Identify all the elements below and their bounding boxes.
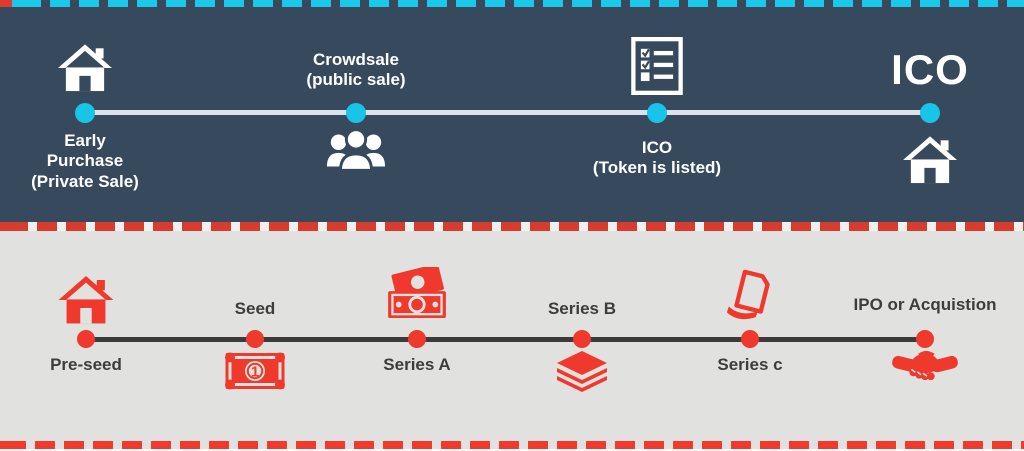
milestone-label: Seed [234,299,276,318]
milestone-label: Series B [547,299,617,318]
house-icon [903,136,957,184]
top-dashed-border [0,0,1024,7]
milestone-label: Pre-seed [50,355,122,374]
ico-timeline-section: Early Purchase (Private Sale) Crowdsale … [0,0,1024,222]
handshake-icon [892,345,958,388]
ico-timeline-line [85,110,930,115]
paper-icon [724,269,776,321]
checklist-icon [630,37,684,95]
crowd-icon [325,127,387,173]
ico-wordmark: ICO [891,46,969,93]
milestone-label: Early Purchase (Private Sale) [31,131,139,191]
timeline-dot-ico [920,103,940,123]
house-icon [58,276,114,324]
banknote-icon: 1 [225,351,285,391]
layers-icon [555,351,609,393]
bottom-edge [0,449,1024,451]
banknote-value: 1 [251,364,259,381]
timeline-dot-seed [246,330,264,348]
divider-dashed-border [0,222,1024,231]
section-divider [0,222,1024,231]
timeline-dot-pre-seed [77,330,95,348]
milestone-label: Crowdsale (public sale) [306,50,406,90]
timeline-dot-ico-listed [647,103,667,123]
timeline-dot-crowdsale [346,103,366,123]
milestone-label: IPO or Acquistion [853,295,997,314]
traditional-funding-section: Pre-seed Seed 1 [0,231,1024,451]
milestone-label: ICO (Token is listed) [592,138,722,178]
bottom-dashed-border [0,441,1024,449]
timeline-dot-early-purchase [75,103,95,123]
funding-timeline-line [86,337,925,342]
banknotes-icon [386,263,448,319]
milestone-label: Series A [383,355,451,374]
house-icon [58,44,112,92]
top-dashed-border-red-dash [0,0,12,7]
timeline-dot-ipo [916,330,934,348]
timeline-dot-series-c [741,330,759,348]
timeline-dot-series-b [573,330,591,348]
timeline-dot-series-a [408,330,426,348]
milestone-label: Series c [717,355,783,374]
